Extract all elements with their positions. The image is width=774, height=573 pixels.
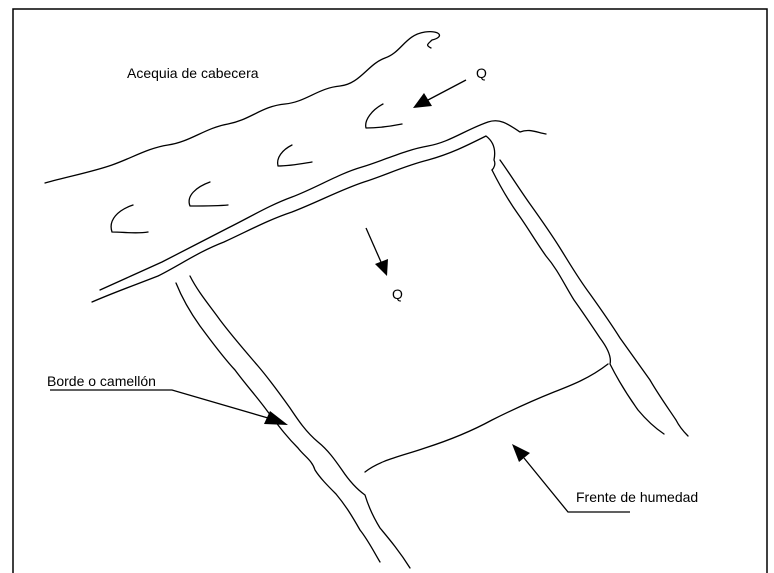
diagram-frame bbox=[12, 8, 768, 573]
ripple-mark bbox=[365, 103, 403, 129]
flow-arrow-mid-shaft bbox=[365, 227, 382, 263]
ripple-mark bbox=[276, 144, 313, 167]
ditch-inner-bank bbox=[91, 135, 496, 303]
right-levee-outer bbox=[491, 169, 665, 435]
border-arrow-head bbox=[264, 411, 288, 425]
left-border-levee bbox=[175, 275, 411, 569]
wetting-front-arrow-head bbox=[512, 444, 530, 462]
water-flow-marks bbox=[110, 103, 403, 234]
head-ditch-label: Acequia de cabecera bbox=[127, 65, 259, 81]
ripple-mark bbox=[188, 181, 229, 207]
flow-label-top: Q bbox=[476, 65, 487, 81]
flow-arrow-top-shaft bbox=[427, 79, 467, 101]
border-leader-line bbox=[50, 389, 269, 419]
annotation-arrows bbox=[50, 79, 630, 513]
ditch-lower-bank bbox=[99, 120, 547, 291]
right-levee-inner bbox=[499, 159, 689, 437]
wetting-front-line bbox=[364, 363, 609, 473]
left-levee-outer bbox=[175, 282, 381, 563]
ditch-upper-bank bbox=[44, 30, 441, 184]
left-levee-inner bbox=[189, 275, 411, 569]
wetting-front-label: Frente de humedad bbox=[576, 489, 698, 505]
flow-arrow-mid-head bbox=[375, 259, 388, 276]
wetting-front-leader-line bbox=[523, 457, 630, 513]
flow-arrow-top-head bbox=[413, 93, 432, 108]
head-ditch bbox=[44, 30, 547, 303]
right-border-levee bbox=[491, 159, 689, 437]
flow-label-mid: Q bbox=[392, 286, 403, 302]
border-label: Borde o camellón bbox=[47, 373, 156, 389]
ripple-mark bbox=[110, 204, 149, 234]
